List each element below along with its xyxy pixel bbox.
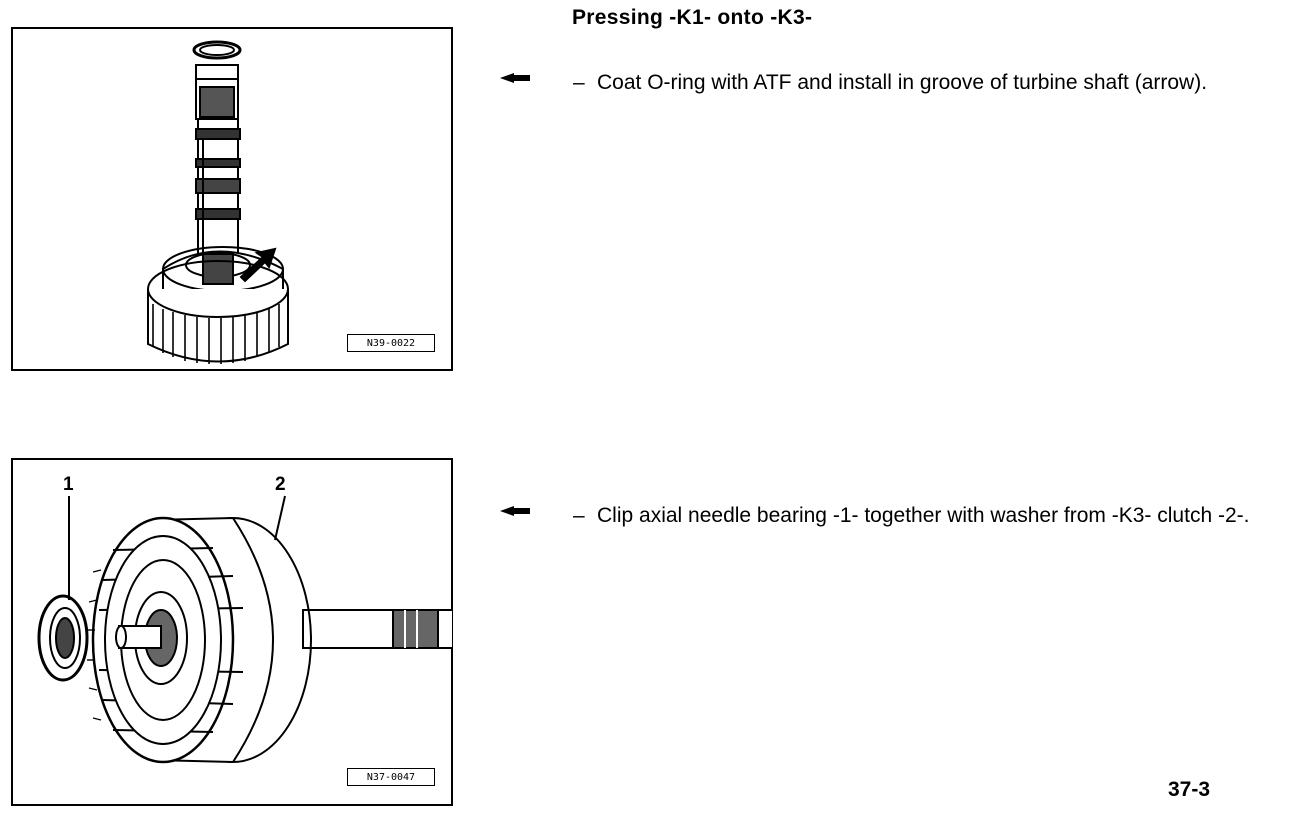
step-bullet: – <box>573 504 585 527</box>
arrow-left-pointer-icon <box>500 73 530 83</box>
arrow-left-pointer-icon <box>500 506 530 516</box>
step-text: Coat O-ring with ATF and install in groo… <box>597 71 1208 94</box>
step-bullet: – <box>573 71 585 94</box>
figure-code-label: N37-0047 <box>347 768 435 786</box>
k3-clutch-illustration <box>37 495 453 764</box>
page-number: 37-3 <box>1168 778 1211 801</box>
turbine-shaft-illustration <box>147 40 289 364</box>
callout-number-1: 1 <box>63 474 74 495</box>
figure-turbine-shaft: N39-0022 <box>11 27 453 371</box>
callout-number-2: 2 <box>275 474 286 495</box>
page-heading: Pressing -K1- onto -K3- <box>572 6 813 29</box>
step-text: Clip axial needle bearing -1- together w… <box>597 504 1250 527</box>
figure-code-label: N39-0022 <box>347 334 435 352</box>
figure-k3-clutch: 1 2 N37-0047 <box>11 458 453 806</box>
